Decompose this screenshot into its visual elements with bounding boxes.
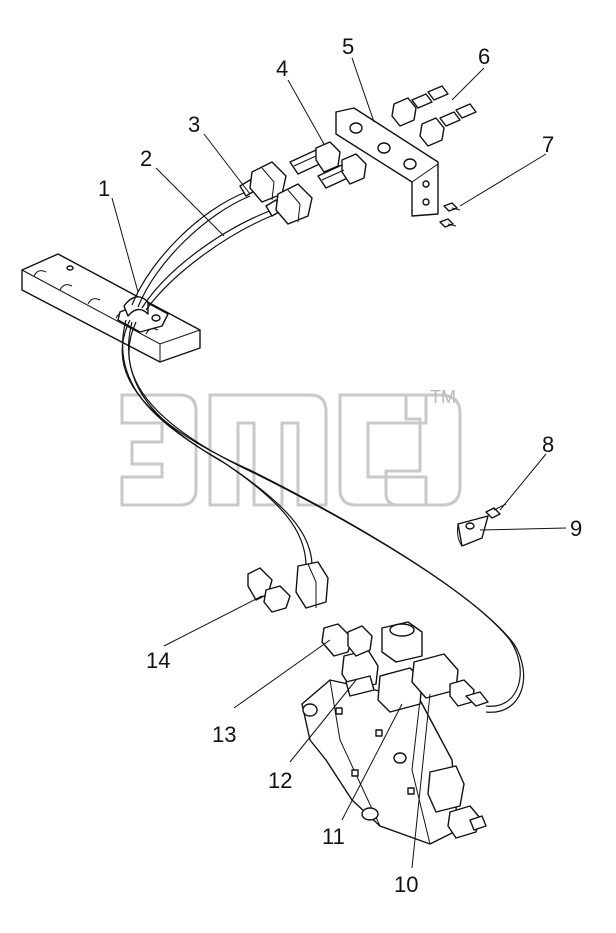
- bolts-7: [439, 202, 461, 228]
- watermark-tm: TM: [430, 387, 456, 407]
- tube-clip: [117, 296, 169, 333]
- bolt-8: [485, 503, 507, 519]
- callout-8: 8: [542, 432, 554, 457]
- clip-9: [457, 515, 489, 547]
- mounting-bracket: [335, 107, 439, 217]
- connector-6: [391, 85, 477, 147]
- callout-13: 13: [212, 722, 236, 747]
- hydraulic-tubes: [121, 191, 525, 713]
- elbow-fitting-14: [247, 567, 291, 613]
- callout-3: 3: [188, 112, 200, 137]
- callout-9: 9: [570, 516, 582, 541]
- watermark-logo: TM: [120, 387, 462, 507]
- callout-5: 5: [342, 34, 354, 59]
- callout-11: 11: [322, 824, 345, 849]
- leader-lines: [111, 57, 567, 869]
- callout-12: 12: [268, 768, 292, 793]
- tube-nut: [295, 561, 329, 609]
- connector-4: [289, 141, 367, 189]
- callout-1: 1: [98, 176, 110, 201]
- clamp-block: [21, 253, 201, 363]
- callout-labels: 1 2 3 4 5 6 7 8 9 10 11 12 13 14: [98, 34, 582, 897]
- callout-7: 7: [542, 132, 554, 157]
- callout-2: 2: [140, 146, 152, 171]
- callout-4: 4: [276, 56, 288, 81]
- fitting-2-3: [239, 161, 313, 225]
- callout-10: 10: [394, 872, 418, 897]
- callout-6: 6: [478, 44, 490, 69]
- callout-14: 14: [146, 648, 170, 673]
- control-valve: [301, 621, 489, 845]
